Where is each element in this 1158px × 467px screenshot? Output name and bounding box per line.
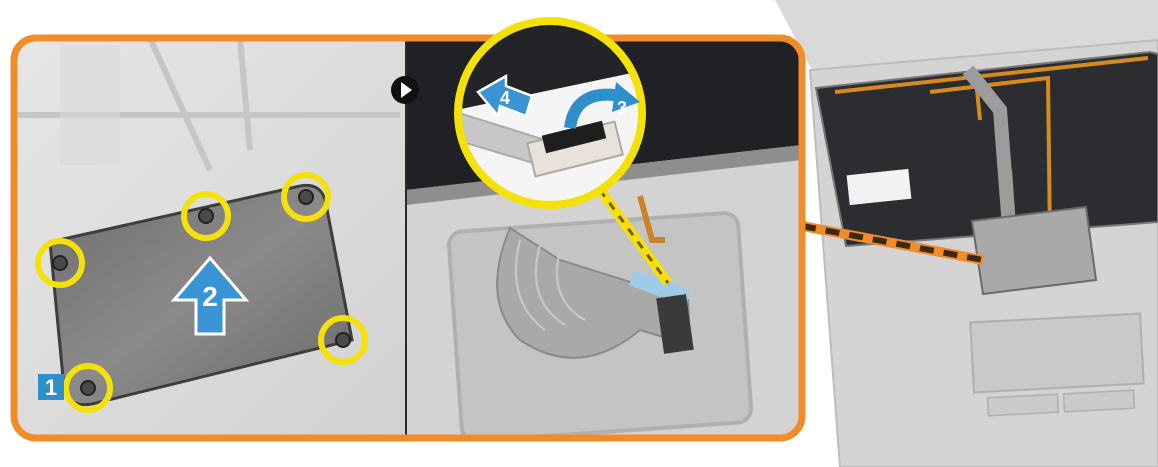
step-3-label: 3 [617,98,627,118]
touchpad-button-right [1064,390,1135,412]
keyboard-plate-small [972,207,1096,294]
step-1-label: 1 [45,375,57,400]
touchpad-button-left [988,394,1059,416]
touchpad [970,314,1143,393]
step-badge: 1 [38,374,64,400]
play-icon [391,76,419,104]
step-4-label: 4 [500,88,510,108]
step-2-label: 2 [202,281,218,312]
